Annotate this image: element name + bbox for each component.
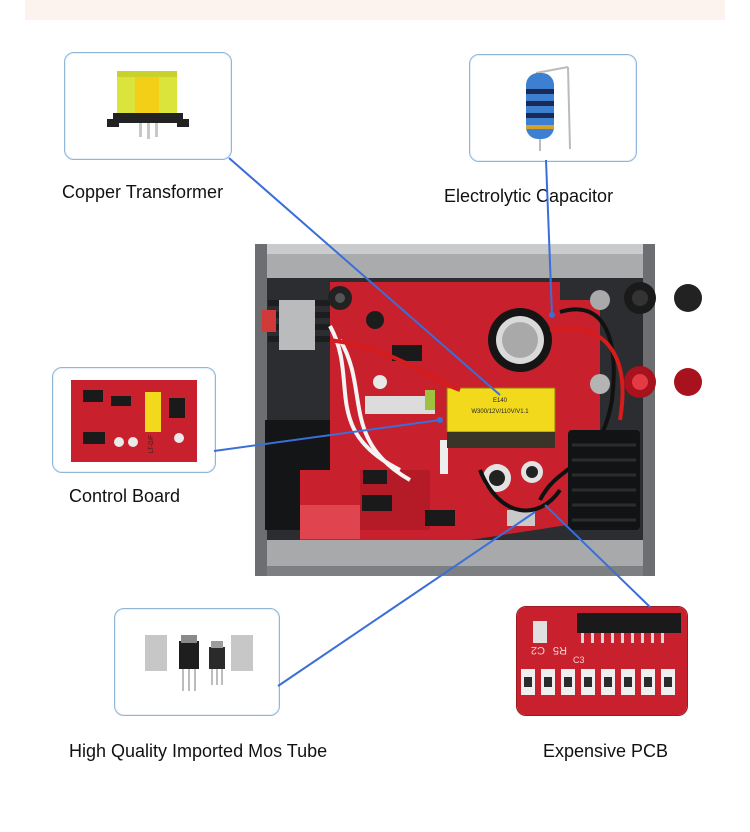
expensive-pcb-label: Expensive PCB — [543, 741, 669, 761]
pcb-silkscreen-c2: C2 — [531, 644, 545, 656]
control-board-callout: LT-D/F — [52, 367, 216, 473]
leader-line-transformer — [228, 157, 501, 396]
transformer-plate-line2: W300/12V/110V/V1.1 — [471, 409, 529, 415]
leader-line-pcb — [544, 504, 651, 608]
wiring — [328, 307, 625, 513]
main-pcb — [300, 282, 600, 540]
control-board-icon: LT-D/F — [71, 380, 197, 462]
copper-transformer-label: Copper Transformer — [62, 182, 224, 202]
electrolytic-capacitor-callout — [469, 54, 637, 162]
leader-line-capacitor — [545, 159, 553, 316]
expensive-pcb-callout: C2 R5 C3 — [516, 606, 688, 716]
electrolytic-capacitor-label: Electrolytic Capacitor — [444, 186, 614, 206]
transformer-icon — [107, 71, 189, 139]
mos-tube-callout — [114, 608, 280, 716]
mos-tube-icon — [145, 635, 253, 691]
control-board-tag: LT-D/F — [149, 435, 155, 453]
transformer: E140 W300/12V/110V/V1.1 — [446, 387, 556, 448]
top-banner-strip — [25, 0, 725, 20]
leader-line-control-board — [213, 419, 441, 452]
copper-transformer-callout — [64, 52, 232, 160]
resistor-icon — [526, 66, 571, 151]
control-board-label: Control Board — [69, 486, 181, 506]
pcb-silkscreen-r5: R5 — [553, 644, 567, 656]
leader-line-mos-tube — [277, 511, 536, 687]
transformer-plate-line1: E140 — [493, 398, 508, 404]
terminals-and-fan — [568, 282, 702, 530]
pcb-closeup-icon: C2 R5 C3 — [517, 607, 687, 715]
mos-tube-label: High Quality Imported Mos Tube — [69, 741, 328, 761]
pcb-silkscreen-c3: C3 — [573, 655, 585, 665]
